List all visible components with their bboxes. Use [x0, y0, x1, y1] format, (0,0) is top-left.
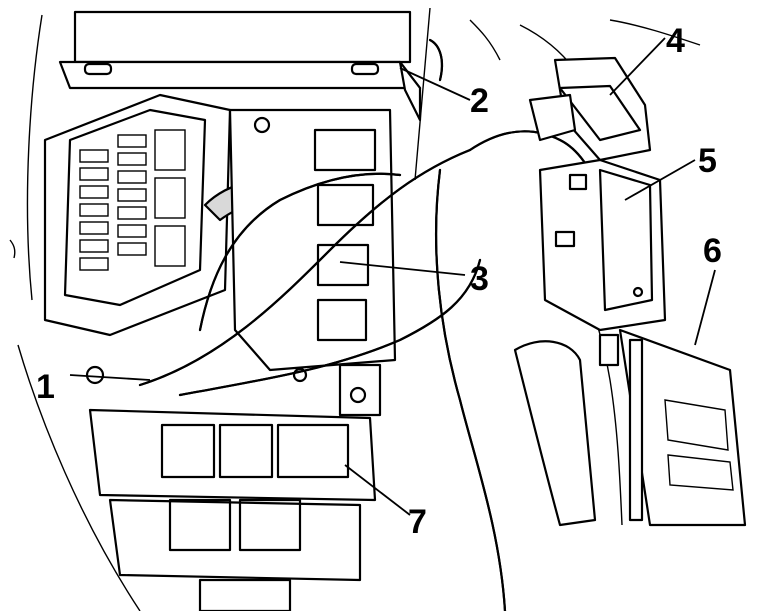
leader-line-3	[339, 261, 466, 276]
leader-line-2	[399, 67, 471, 101]
callout-7: 7	[408, 503, 427, 541]
wiring-harness	[138, 38, 623, 611]
fuse-box	[43, 93, 232, 385]
callout-4: 4	[666, 22, 685, 60]
leader-lines	[69, 37, 716, 516]
top-mounting-bracket	[58, 10, 422, 122]
body-contours	[9, 7, 701, 611]
callout-1: 1	[36, 368, 55, 406]
callout-5: 5	[698, 142, 717, 180]
mounting-bracket	[598, 328, 747, 527]
leader-line-4	[609, 37, 666, 96]
leader-line-1	[69, 374, 151, 381]
callout-3: 3	[470, 260, 489, 298]
control-unit	[538, 158, 667, 332]
callout-2: 2	[470, 82, 489, 120]
leader-line-6	[694, 269, 716, 346]
relay-bank	[88, 408, 377, 611]
lower-brace	[513, 340, 597, 527]
callout-6: 6	[703, 232, 722, 270]
connector-block	[528, 56, 652, 162]
leader-line-5	[624, 159, 696, 201]
leader-line-7	[344, 464, 411, 516]
callout-labels: 1 2 3 4 5 6 7	[36, 22, 722, 541]
